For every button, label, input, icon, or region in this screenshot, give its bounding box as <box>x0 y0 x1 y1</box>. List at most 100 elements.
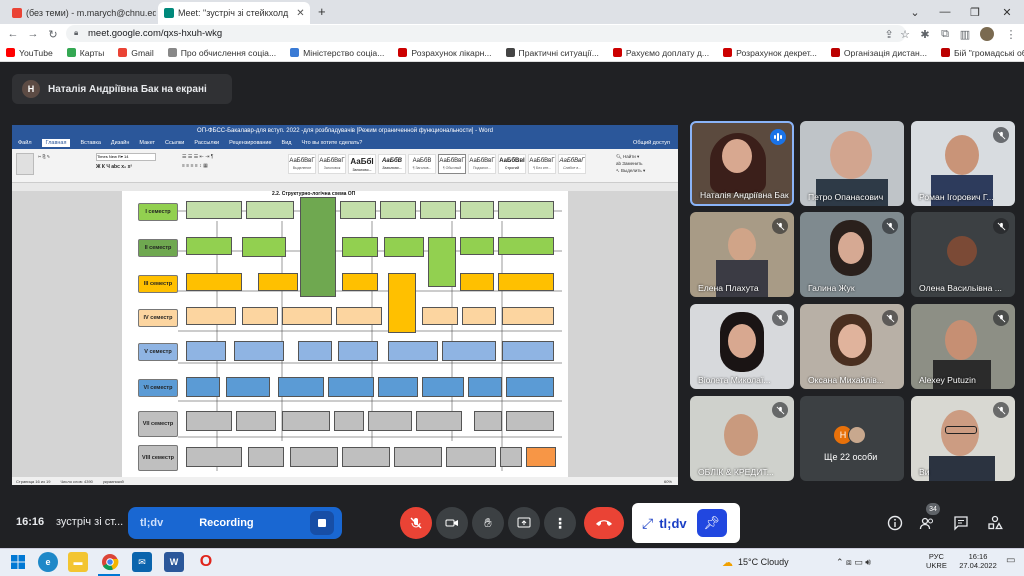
chrome-icon[interactable] <box>100 552 120 572</box>
windows-start-icon[interactable] <box>8 552 28 572</box>
pin-button[interactable]: 📌︎ <box>696 509 727 537</box>
word-tab[interactable]: Файл <box>18 140 32 146</box>
tldv-widget: ⤢ tl;dv 📌︎ <box>632 503 740 543</box>
back-icon[interactable]: ← <box>7 28 19 40</box>
word-tab[interactable]: Макет <box>139 140 155 146</box>
word-tab[interactable]: Рецензирование <box>229 140 272 146</box>
word-tab[interactable]: Вставка <box>80 140 101 146</box>
participant-tile[interactable]: Елена Плахута <box>690 212 794 297</box>
bookmark-item[interactable]: Про обчислення соціа... <box>167 48 276 58</box>
opera-icon[interactable]: O <box>199 553 213 570</box>
edge-icon[interactable]: e <box>38 552 58 572</box>
course-box <box>340 201 376 219</box>
bookmark-gmail[interactable]: Gmail <box>118 48 154 58</box>
close-icon[interactable]: ✕ <box>296 7 305 19</box>
mic-off-icon <box>882 218 898 234</box>
mic-off-icon <box>993 402 1009 418</box>
reload-icon[interactable]: ↻ <box>48 28 58 41</box>
tab-gmail[interactable]: (без теми) - m.marych@chnu.ed ✕ <box>6 2 156 24</box>
style-item[interactable]: АаБбВ¶ Заголов... <box>408 154 436 174</box>
word-tab[interactable]: Дизайн <box>110 140 130 146</box>
forward-icon[interactable]: → <box>27 28 39 40</box>
notifications-icon[interactable]: ▭ <box>1006 555 1016 566</box>
file-explorer-icon[interactable]: ▬ <box>68 552 88 572</box>
bookmark-item[interactable]: Рахуємо доплату д... <box>612 48 709 58</box>
bookmark-item[interactable]: Практичні ситуації... <box>505 48 599 58</box>
course-box <box>420 201 456 219</box>
maximize-icon[interactable]: ❐ <box>970 6 980 19</box>
participant-tile[interactable]: Олена Васильівна ... <box>911 212 1015 297</box>
star-icon[interactable]: ☆ <box>900 28 910 41</box>
more-options-button[interactable]: ⋮ <box>544 507 576 539</box>
tray-icons[interactable]: ⌃ ⧈ ▭ 🔊︎ <box>836 557 871 567</box>
bookmark-item[interactable]: Організація дистан... <box>830 48 927 58</box>
leave-call-button[interactable] <box>584 507 624 539</box>
word-tab-home[interactable]: Главная <box>41 139 71 147</box>
chat-button[interactable] <box>950 512 972 534</box>
bookmark-maps[interactable]: Карты <box>66 48 104 58</box>
style-item[interactable]: АаБбВвГ¶ Без инт... <box>528 154 556 174</box>
mic-toggle-button[interactable] <box>400 507 432 539</box>
course-box <box>282 411 330 431</box>
participant-tile[interactable]: Петро Опанасович <box>800 121 904 206</box>
style-item-selected[interactable]: АаБбВвГ¶ Обычный <box>438 154 466 174</box>
expand-icon[interactable]: ⤢ <box>642 514 654 531</box>
extension-icon[interactable]: ✱ <box>920 28 930 41</box>
sidebar-icon[interactable]: ▥ <box>959 28 971 41</box>
tab-search-icon[interactable]: ⌄ <box>910 6 920 19</box>
participant-tile[interactable]: Оксана Михайлів... <box>800 304 904 389</box>
tab-meet[interactable]: Meet: "зустріч зі стейкхолд ✕ <box>158 2 310 24</box>
bookmark-item[interactable]: Бій "громадські об'... <box>940 48 1024 58</box>
url-input[interactable]: 🔒︎ meet.google.com/qxs-hxuh-wkg <box>66 25 906 42</box>
word-tab[interactable]: Ссылки <box>165 140 185 146</box>
stop-recording-button[interactable] <box>310 511 334 535</box>
word-tab[interactable]: Рассылки <box>194 140 220 146</box>
menu-icon[interactable]: ⋮ <box>1005 28 1017 41</box>
word-icon[interactable]: W <box>164 552 184 572</box>
meeting-info-button[interactable] <box>884 512 906 534</box>
people-button[interactable] <box>916 512 938 534</box>
participant-tile[interactable]: Наталія Андріївна Бак <box>690 121 794 206</box>
extensions-puzzle-icon[interactable]: ⧉ <box>941 27 949 40</box>
word-tell-me[interactable]: Что вы хотите сделать? <box>301 140 363 146</box>
participant-name: Олена Васильівна ... <box>919 283 1002 293</box>
bookmark-item[interactable]: Розрахунок декрет... <box>723 48 817 58</box>
word-share[interactable]: Общий доступ <box>633 140 670 146</box>
participant-tile[interactable]: Alexey Putuzin <box>911 304 1015 389</box>
participant-tile-self[interactable]: Ви <box>911 396 1015 481</box>
share-icon[interactable]: ⇪ <box>884 28 894 41</box>
participant-tile[interactable]: ОБЛІК & КРЕДИТ... <box>690 396 794 481</box>
course-box <box>242 307 278 325</box>
profile-avatar[interactable] <box>980 27 994 41</box>
participant-tile[interactable]: Роман Ігорович Г... <box>911 121 1015 206</box>
activities-button[interactable] <box>984 512 1006 534</box>
word-tab[interactable]: Вид <box>281 140 292 146</box>
paste-icon[interactable] <box>16 153 34 175</box>
font-select[interactable]: Times New R▾ 14 <box>96 153 156 161</box>
new-tab-button[interactable]: + <box>318 4 326 19</box>
course-box <box>468 377 502 397</box>
bookmark-youtube[interactable]: YouTube <box>6 48 53 58</box>
bookmark-item[interactable]: Міністерство соціа... <box>290 48 384 58</box>
present-button[interactable] <box>508 507 540 539</box>
word-ribbon-tabs: Файл Главная Вставка Дизайн Макет Ссылки… <box>12 137 678 149</box>
participant-tile[interactable]: Галина Жук <box>800 212 904 297</box>
mail-icon[interactable]: ✉ <box>132 552 152 572</box>
camera-toggle-button[interactable] <box>436 507 468 539</box>
raise-hand-button[interactable]: ✋︎ <box>472 507 504 539</box>
participant-name: Роман Ігорович Г... <box>919 192 994 202</box>
window-close-icon[interactable]: ✕ <box>1002 6 1012 19</box>
minimize-icon[interactable]: — <box>939 6 951 18</box>
bookmark-item[interactable]: Розрахунок лікарн... <box>398 48 492 58</box>
participant-tile-more[interactable]: Н Ще 22 особи <box>800 396 904 481</box>
participant-tile[interactable]: Віолета Миколаї... <box>690 304 794 389</box>
